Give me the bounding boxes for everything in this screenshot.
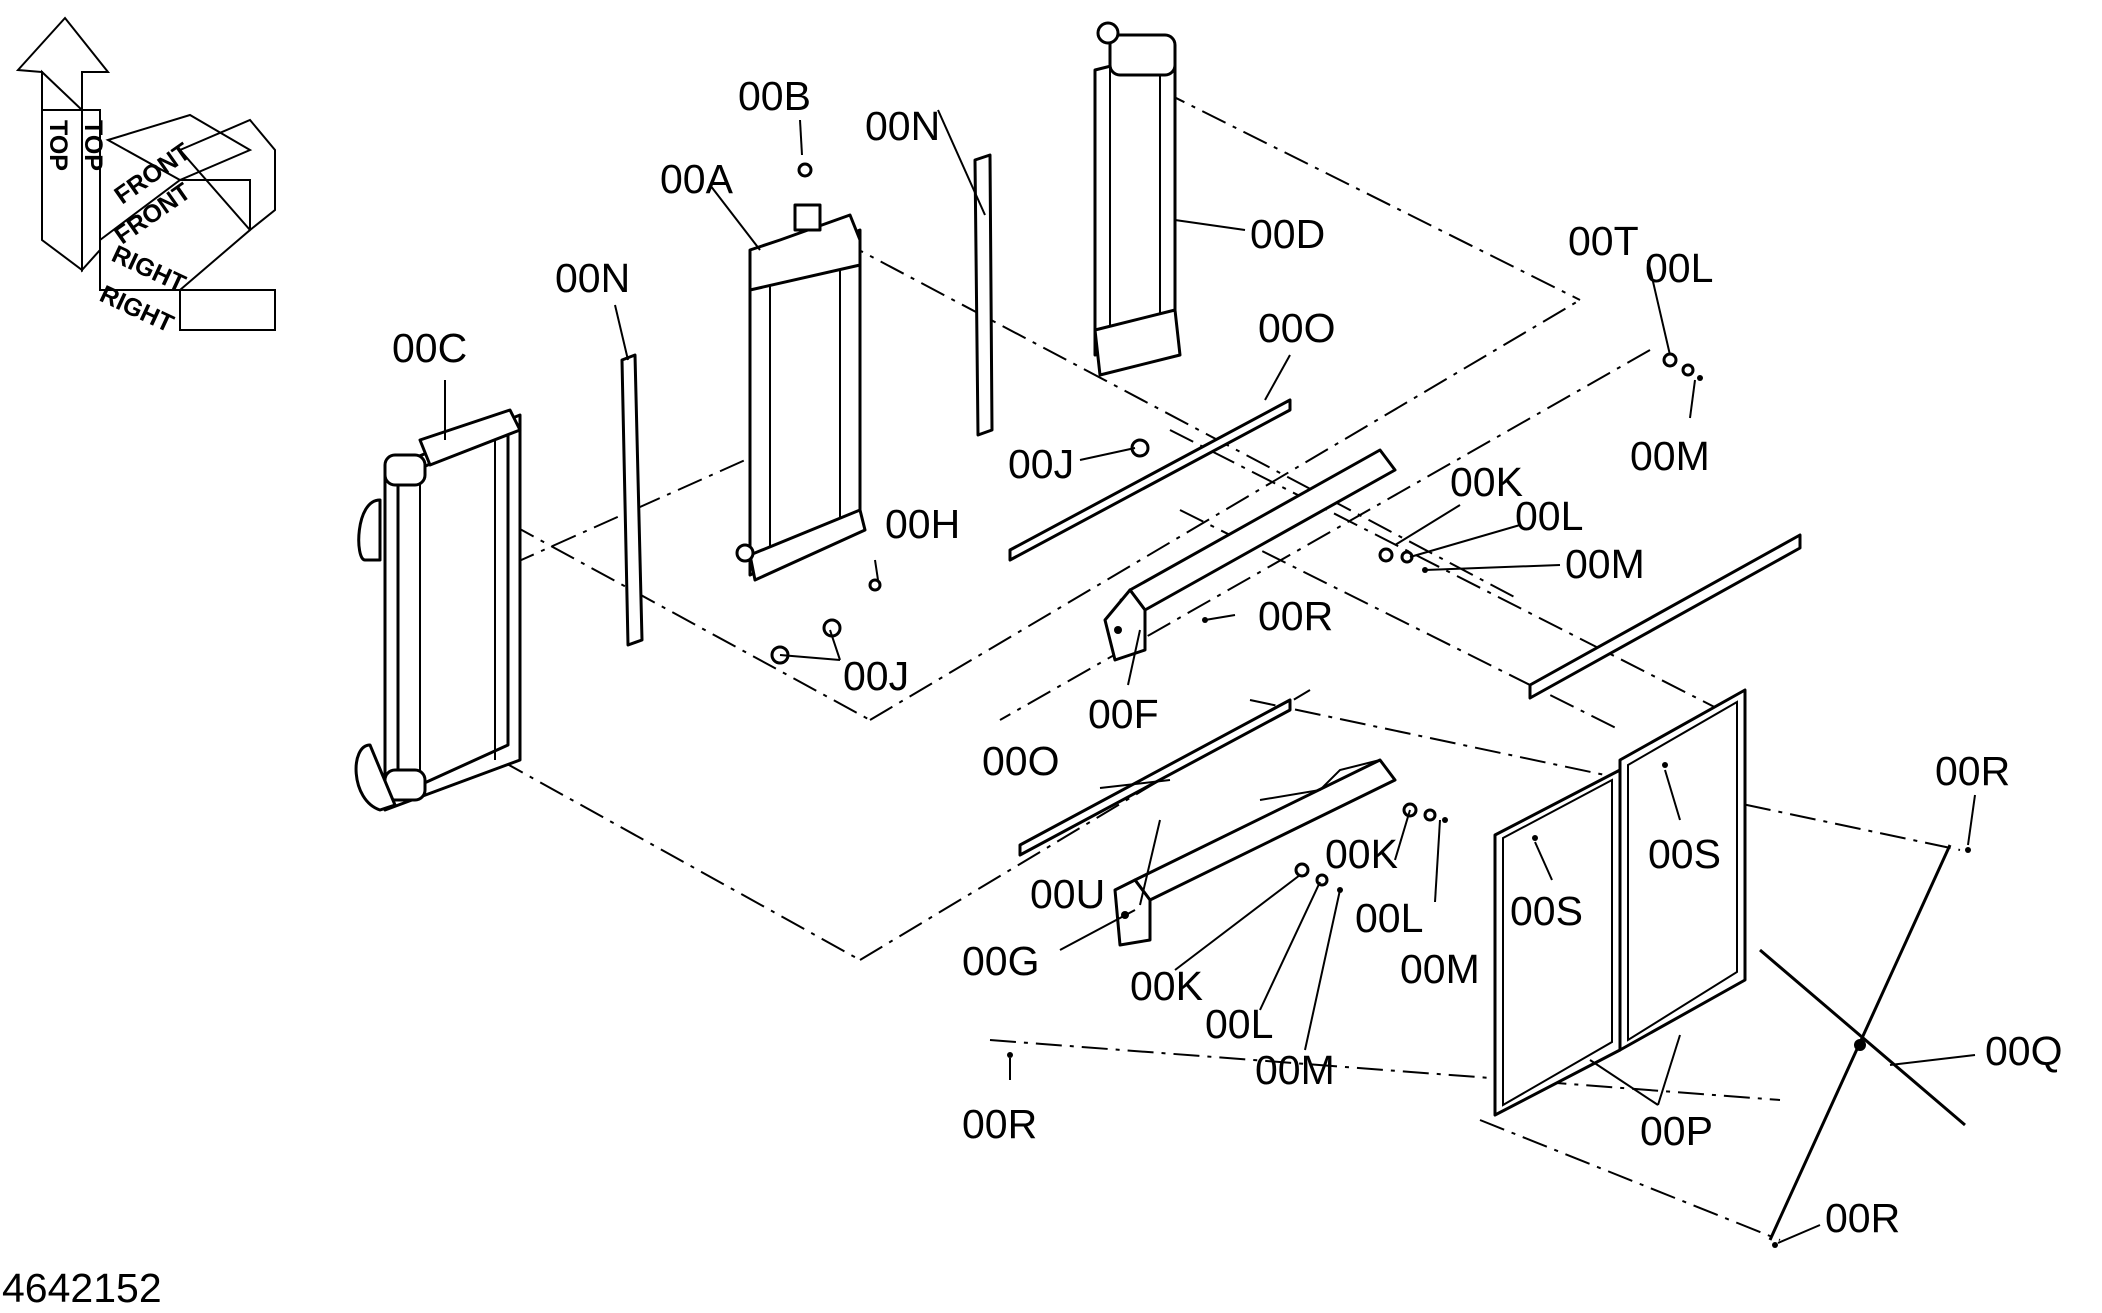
part-labels: 00B 00A 00N 00N 00C 00D 00O 00J 00H 00J … (392, 73, 2063, 1241)
label-00N-right: 00N (865, 103, 940, 149)
label-00O-top: 00O (1258, 305, 1336, 351)
small-hardware (770, 162, 1971, 1248)
part-00F-bracket (1103, 448, 1397, 662)
part-00G-bracket (1113, 758, 1397, 947)
drawing-number: 4642152 (2, 1265, 162, 1311)
label-00M-lower1: 00M (1400, 946, 1480, 992)
label-00Q: 00Q (1985, 1028, 2063, 1074)
label-00L-top: 00L (1645, 245, 1713, 291)
label-00F: 00F (1088, 691, 1159, 737)
part-00C-radiator (354, 408, 522, 812)
label-00L-upper: 00L (1515, 493, 1583, 539)
label-00L-lower2: 00L (1205, 1001, 1273, 1047)
label-00K-lower2: 00K (1130, 963, 1203, 1009)
part-00A-oil-cooler (735, 203, 867, 582)
label-00J-mid: 00J (843, 653, 909, 699)
part-00Q-brace (1759, 844, 1966, 1241)
label-00M-lower2: 00M (1255, 1047, 1335, 1093)
leader-lines (444, 109, 1976, 1244)
label-00S-right: 00S (1648, 831, 1721, 877)
label-00T: 00T (1568, 218, 1639, 264)
part-00P-screens (1493, 688, 1747, 1117)
label-00R-bottom-right: 00R (1825, 1195, 1900, 1241)
label-00R-mid: 00R (1258, 593, 1333, 639)
label-00U: 00U (1030, 871, 1105, 917)
label-00K-lower1: 00K (1325, 831, 1398, 877)
part-00N-seals (620, 153, 994, 647)
label-00A: 00A (660, 156, 734, 202)
part-00O-seals (1008, 398, 1802, 857)
label-00O-lower: 00O (982, 738, 1060, 784)
orientation-indicator: TOP TOP FRONT FRONT RIGHT RIGHT (15, 16, 276, 338)
label-00S-left: 00S (1510, 888, 1583, 934)
assembly-lines (429, 69, 1961, 1241)
label-00M-top: 00M (1630, 433, 1710, 479)
label-00H: 00H (885, 501, 960, 547)
label-00G: 00G (962, 938, 1040, 984)
label-00R-right: 00R (1935, 748, 2010, 794)
label-00N-left: 00N (555, 255, 630, 301)
label-00J-top: 00J (1008, 441, 1074, 487)
top-label-1: TOP (44, 120, 72, 171)
label-00D: 00D (1250, 211, 1325, 257)
label-00P: 00P (1640, 1108, 1713, 1154)
label-00L-lower1: 00L (1355, 895, 1423, 941)
top-label-2: TOP (79, 120, 107, 171)
part-00D-aftercooler (1093, 21, 1182, 377)
label-00K-upper: 00K (1450, 459, 1523, 505)
label-00R-bottom-left: 00R (962, 1101, 1037, 1147)
label-00B: 00B (738, 73, 811, 119)
label-00C: 00C (392, 325, 467, 371)
label-00M-upper: 00M (1565, 541, 1645, 587)
